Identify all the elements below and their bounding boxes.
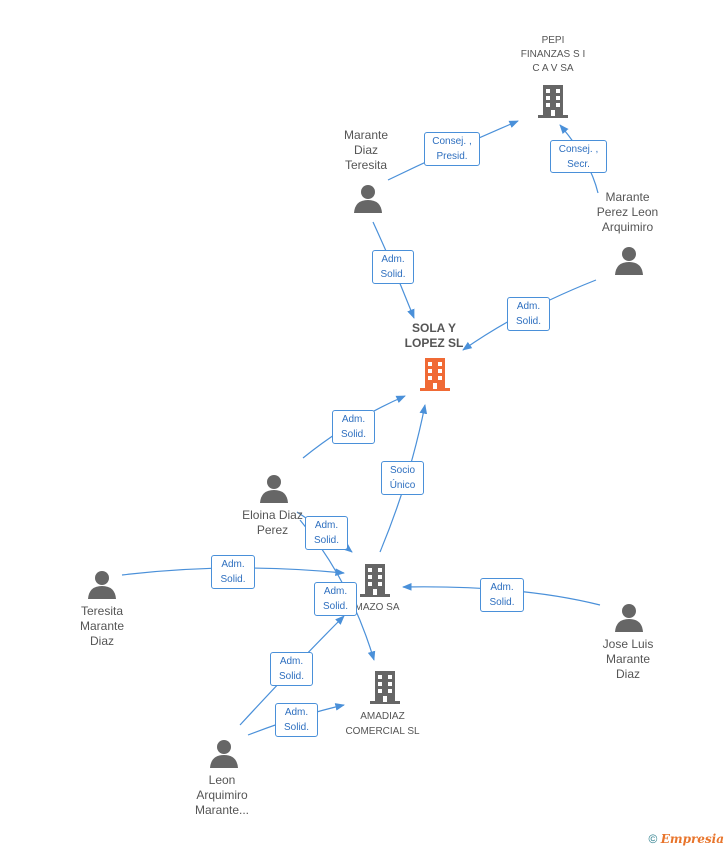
- person-label-eloina[interactable]: Eloina Diaz Perez: [242, 508, 303, 537]
- edge-label-adm-solid[interactable]: Adm. Solid.: [480, 578, 524, 612]
- building-icon[interactable]: [368, 669, 402, 705]
- edge-label-adm-solid[interactable]: Adm. Solid.: [211, 555, 255, 589]
- edge-label-adm-solid[interactable]: Adm. Solid.: [507, 297, 550, 331]
- edge-label-adm-solid[interactable]: Adm. Solid.: [270, 652, 313, 686]
- edge-label-adm-solid[interactable]: Adm. Solid.: [332, 410, 375, 444]
- company-label-mazo[interactable]: MAZO SA: [354, 602, 400, 613]
- person-label-marante-perez-leon[interactable]: Marante Perez Leon Arquimiro: [596, 190, 659, 234]
- edge-label-consej-presid[interactable]: Consej. , Presid.: [424, 132, 480, 166]
- person-icon[interactable]: [614, 245, 644, 275]
- edge-label-consej-secr[interactable]: Consej. , Secr.: [550, 140, 607, 173]
- edge-label-adm-solid[interactable]: Adm. Solid.: [372, 250, 414, 284]
- person-label-leon-arquimiro[interactable]: Leon Arquimiro Marante...: [194, 773, 250, 817]
- edge-label-adm-solid[interactable]: Adm. Solid.: [305, 516, 348, 550]
- person-label-marante-diaz-teresita[interactable]: Marante Diaz Teresita: [343, 128, 389, 172]
- person-icon[interactable]: [87, 569, 117, 599]
- footer-brand[interactable]: © Empresia: [649, 832, 724, 846]
- person-icon[interactable]: [353, 183, 383, 213]
- copyright-icon: ©: [648, 832, 658, 846]
- edge-label-adm-solid[interactable]: Adm. Solid.: [275, 703, 318, 737]
- person-icon[interactable]: [614, 602, 644, 632]
- company-label-sola-lopez[interactable]: SOLA Y LOPEZ SL: [404, 321, 464, 350]
- company-label-amadiaz[interactable]: AMADIAZ COMERCIAL SL: [345, 711, 420, 737]
- building-icon[interactable]: [358, 562, 392, 598]
- building-icon[interactable]: [418, 356, 452, 392]
- company-label-pepi[interactable]: PEPI FINANZAS S I C A V SA: [520, 35, 586, 74]
- person-icon[interactable]: [259, 473, 289, 503]
- brand-logo: Empresia: [660, 832, 724, 846]
- edge-label-adm-solid[interactable]: Adm. Solid.: [314, 582, 357, 616]
- person-label-jose-luis[interactable]: Jose Luis Marante Diaz: [602, 637, 654, 681]
- building-icon[interactable]: [536, 83, 570, 119]
- edge-label-socio-unico[interactable]: Socio Único: [381, 461, 424, 495]
- person-icon[interactable]: [209, 738, 239, 768]
- person-label-teresita-marante[interactable]: Teresita Marante Diaz: [79, 604, 125, 648]
